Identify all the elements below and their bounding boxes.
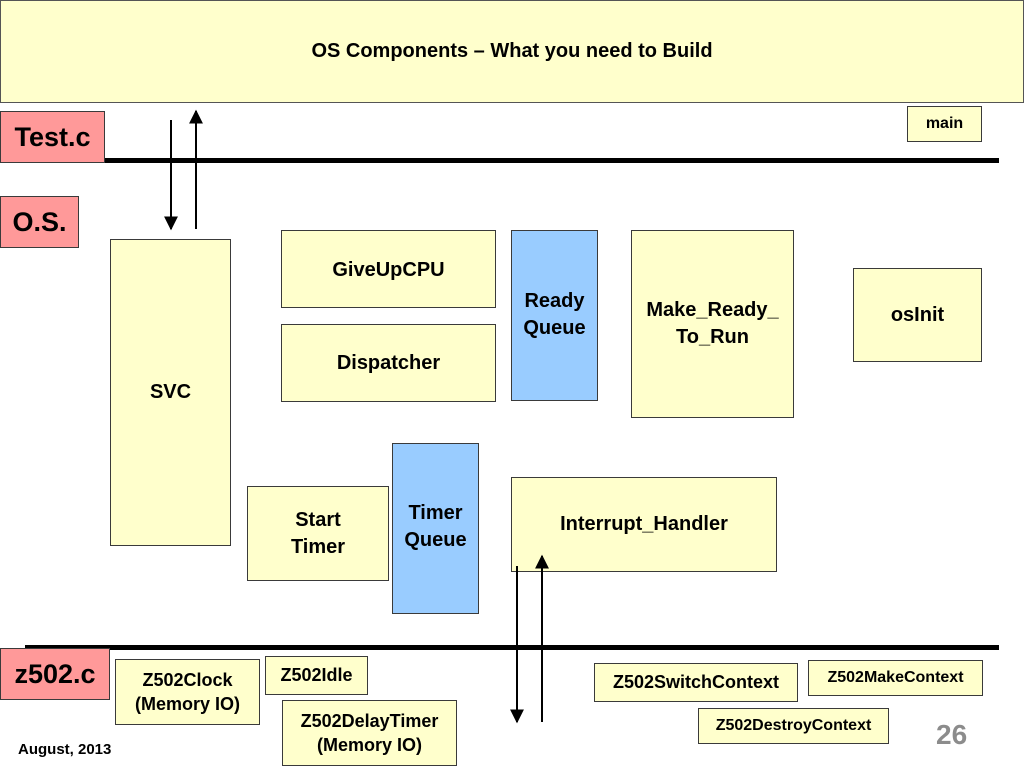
slide-title: OS Components – What you need to Build: [0, 0, 1024, 103]
z502switchcontext-box: Z502SwitchContext: [594, 663, 798, 702]
os-hardware-divider: [25, 645, 999, 650]
slide-number: 26: [936, 719, 968, 750]
layer-label-test: Test.c: [0, 111, 105, 163]
start-timer-box: Start Timer: [247, 486, 389, 581]
test-os-divider: [25, 158, 999, 163]
z502idle-box: Z502Idle: [265, 656, 368, 695]
timer-queue-box: Timer Queue: [392, 443, 479, 614]
ready-queue-box: Ready Queue: [511, 230, 598, 401]
z502destroycontext-box: Z502DestroyContext: [698, 708, 889, 744]
make-ready-to-run-box: Make_Ready_ To_Run: [631, 230, 794, 418]
z502clock-box: Z502Clock (Memory IO): [115, 659, 260, 725]
layer-label-z502: z502.c: [0, 648, 110, 700]
footer-date: August, 2013: [18, 741, 112, 758]
giveupcpu-box: GiveUpCPU: [281, 230, 496, 308]
layer-label-os: O.S.: [0, 196, 79, 248]
z502delaytimer-box: Z502DelayTimer (Memory IO): [282, 700, 457, 766]
svc-box: SVC: [110, 239, 231, 546]
dispatcher-box: Dispatcher: [281, 324, 496, 402]
z502makecontext-box: Z502MakeContext: [808, 660, 983, 696]
interrupt-handler-box: Interrupt_Handler: [511, 477, 777, 572]
main-box: main: [907, 106, 982, 142]
osinit-box: osInit: [853, 268, 982, 362]
